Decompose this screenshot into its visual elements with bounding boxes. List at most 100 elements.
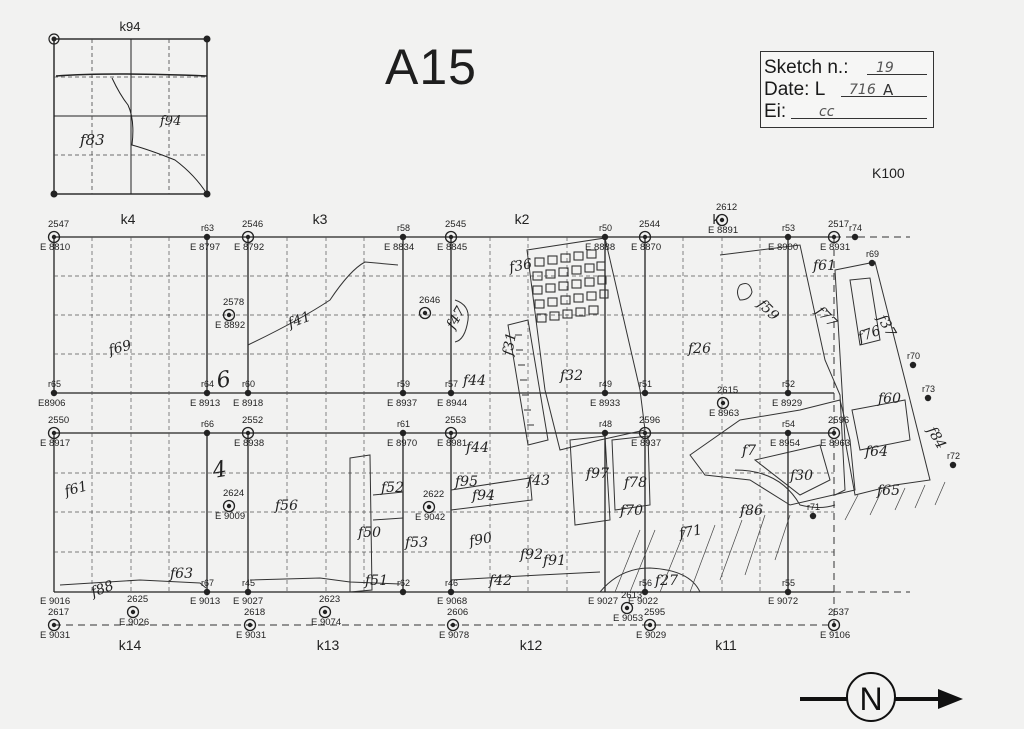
station-elevation: E 8870 <box>631 242 661 253</box>
peg-label: r73 <box>922 384 935 394</box>
peg-label: r45 <box>242 578 255 588</box>
peg-label: r48 <box>599 419 612 429</box>
grid-peg <box>50 389 58 397</box>
grid-peg <box>784 588 792 596</box>
peg-elevation: E 9072 <box>768 596 798 607</box>
peg-elevation: E 9027 <box>233 596 263 607</box>
station-number: 2596 <box>639 415 660 426</box>
feature-label: f59 <box>753 296 781 324</box>
grid-peg <box>924 394 932 402</box>
grid-peg <box>244 389 252 397</box>
feature-label: f94 <box>471 488 495 504</box>
grid-peg <box>203 588 211 596</box>
peg-elevation: E 8929 <box>772 398 802 409</box>
station-elevation: E 9009 <box>215 511 245 522</box>
hatched-area <box>614 481 946 593</box>
station-number: 2623 <box>319 594 340 605</box>
survey-station-marker <box>643 618 657 632</box>
grid-peg <box>641 389 649 397</box>
date-label: Date: L <box>764 79 826 100</box>
survey-station-marker <box>47 426 61 440</box>
feature-label: f47 <box>443 304 469 333</box>
square-label-k12: k12 <box>520 637 543 653</box>
station-number: 2544 <box>639 219 660 230</box>
peg-label: r50 <box>599 223 612 233</box>
peg-elevation: E 8913 <box>190 398 220 409</box>
feature-label: f27 <box>654 573 678 589</box>
grid-peg <box>447 389 455 397</box>
feature-label: f63 <box>169 566 193 582</box>
station-elevation: E 8917 <box>40 438 70 449</box>
peg-label: r55 <box>782 578 795 588</box>
peg-label: r63 <box>201 223 214 233</box>
feature-label: f61 <box>812 258 836 274</box>
grid-peg <box>203 429 211 437</box>
station-elevation: E 8981 <box>437 438 467 449</box>
ei-value: cc <box>819 104 835 120</box>
inset-square-label: k94 <box>120 19 141 34</box>
survey-station-marker <box>638 230 652 244</box>
feature-label: f26 <box>687 341 711 357</box>
feature-label: f41 <box>285 309 313 332</box>
station-elevation: E 8892 <box>215 320 245 331</box>
peg-label: r52 <box>782 379 795 389</box>
peg-elevation: E 9022 <box>628 596 658 607</box>
peg-elevation: E 9027 <box>588 596 618 607</box>
station-number: 2625 <box>127 594 148 605</box>
grid-peg <box>949 461 957 469</box>
station-number: 2622 <box>423 489 444 500</box>
square-label-k: k <box>713 211 721 227</box>
station-number: 2547 <box>48 219 69 230</box>
survey-station-marker <box>47 230 61 244</box>
feature-label: f84 <box>923 423 949 452</box>
peg-label: r69 <box>866 249 879 259</box>
feature-label: f94 <box>159 114 181 129</box>
peg-elevation: E 8933 <box>590 398 620 409</box>
survey-station-marker <box>638 426 652 440</box>
peg-elevation: E8906 <box>38 398 65 409</box>
station-number: 2596 <box>828 415 849 426</box>
peg-label: r46 <box>445 578 458 588</box>
feature-label: f77 <box>811 303 839 331</box>
feature-label: f31 <box>500 331 520 357</box>
grid-peg <box>868 259 876 267</box>
grid-peg <box>809 512 817 520</box>
grid-peg <box>447 588 455 596</box>
survey-station-marker <box>827 618 841 632</box>
station-elevation: E 8938 <box>234 438 264 449</box>
peg-elevation: E 8888 <box>585 242 615 253</box>
feature-label: f86 <box>739 503 763 519</box>
feature-label: f61 <box>62 478 89 500</box>
peg-label: r57 <box>445 379 458 389</box>
grid-peg <box>399 429 407 437</box>
date-extra: A <box>883 81 894 99</box>
station-elevation: E 9042 <box>415 512 445 523</box>
survey-station-marker <box>241 230 255 244</box>
survey-station-marker <box>444 426 458 440</box>
inset-grid-k94 <box>48 33 211 198</box>
survey-station-marker <box>716 396 730 410</box>
station-number: 2617 <box>48 607 69 618</box>
feature-label: f83 <box>79 131 105 149</box>
feature-label: f51 <box>364 573 388 589</box>
peg-elevation: E 8918 <box>233 398 263 409</box>
feature-label: f95 <box>454 474 478 490</box>
station-elevation: E 9106 <box>820 630 850 641</box>
structures-sketch <box>59 237 931 593</box>
date-value: 716 <box>849 82 876 98</box>
station-elevation: E 8963 <box>820 438 850 449</box>
survey-station-marker <box>444 230 458 244</box>
station-elevation: E 8845 <box>437 242 467 253</box>
peg-label: r70 <box>907 351 920 361</box>
sketch-info-box: Sketch n.: 19 Date: L 716 A Ei: cc <box>760 51 934 128</box>
station-number: 2578 <box>223 297 244 308</box>
station-number: 2606 <box>447 607 468 618</box>
peg-label: r59 <box>397 379 410 389</box>
feature-label: f97 <box>585 466 609 482</box>
grid-peg <box>641 588 649 596</box>
survey-station-marker <box>418 306 432 320</box>
feature-label: f42 <box>488 573 512 589</box>
grid-subdivisions <box>54 237 834 592</box>
